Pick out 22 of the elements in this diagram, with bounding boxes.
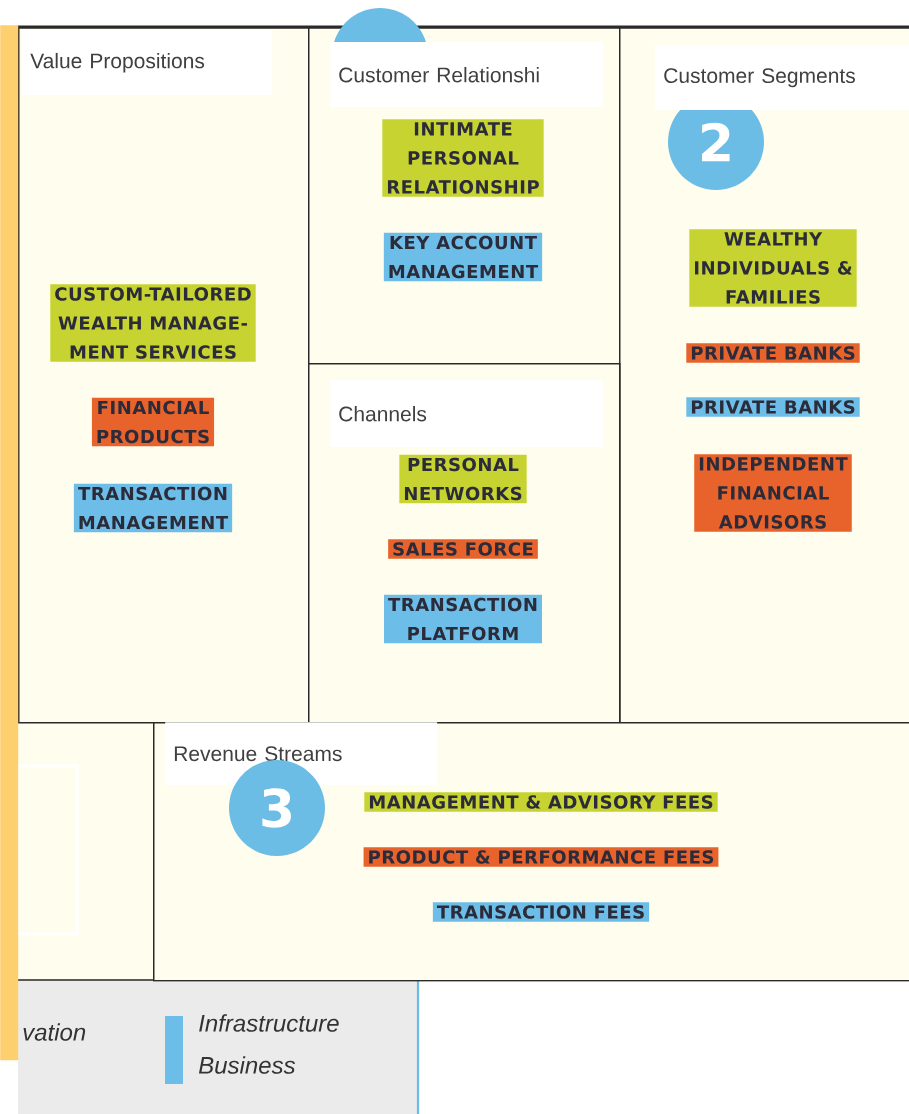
highlighted-label: PRIVATE BANKS bbox=[686, 343, 860, 363]
highlighted-label: TRANSACTION FEES bbox=[432, 902, 650, 922]
highlighted-label: TRANSACTION MANAGEMENT bbox=[73, 483, 233, 533]
highlighted-label: PRIVATE BANKS bbox=[686, 397, 860, 417]
highlighted-label: FINANCIAL PRODUCTS bbox=[91, 397, 215, 447]
highlighted-label: INTIMATE PERSONAL RELATIONSHIP bbox=[382, 119, 544, 197]
highlighted-label: SALES FORCE bbox=[388, 539, 538, 559]
block-heading: Customer Segments bbox=[655, 45, 909, 111]
highlighted-label: PRODUCT & PERFORMANCE FEES bbox=[363, 847, 719, 867]
side-bar bbox=[0, 25, 19, 1061]
highlighted-label: WEALTHY INDIVIDUALS & FAMILIES bbox=[689, 229, 857, 307]
highlighted-label: MANAGEMENT & ADVISORY FEES bbox=[364, 792, 718, 812]
legend-text: Infrastructure Business bbox=[198, 1014, 339, 1074]
block-heading: Channels bbox=[330, 380, 604, 448]
highlighted-label: KEY ACCOUNT MANAGEMENT bbox=[383, 232, 543, 282]
highlighted-label: CUSTOM-TAILORED WEALTH MANAGE- MENT SERVICES bbox=[50, 284, 256, 362]
highlighted-label: TRANSACTION PLATFORM bbox=[384, 594, 542, 644]
highlighted-label: INDEPENDENT FINANCIAL ADVISORS bbox=[694, 454, 852, 532]
highlighted-label: PERSONAL NETWORKS bbox=[399, 454, 527, 504]
block-heading: Value Propositions bbox=[22, 30, 273, 96]
block-heading: Revenue Streams bbox=[165, 722, 438, 786]
block-heading: Customer Relationshi bbox=[330, 42, 604, 108]
